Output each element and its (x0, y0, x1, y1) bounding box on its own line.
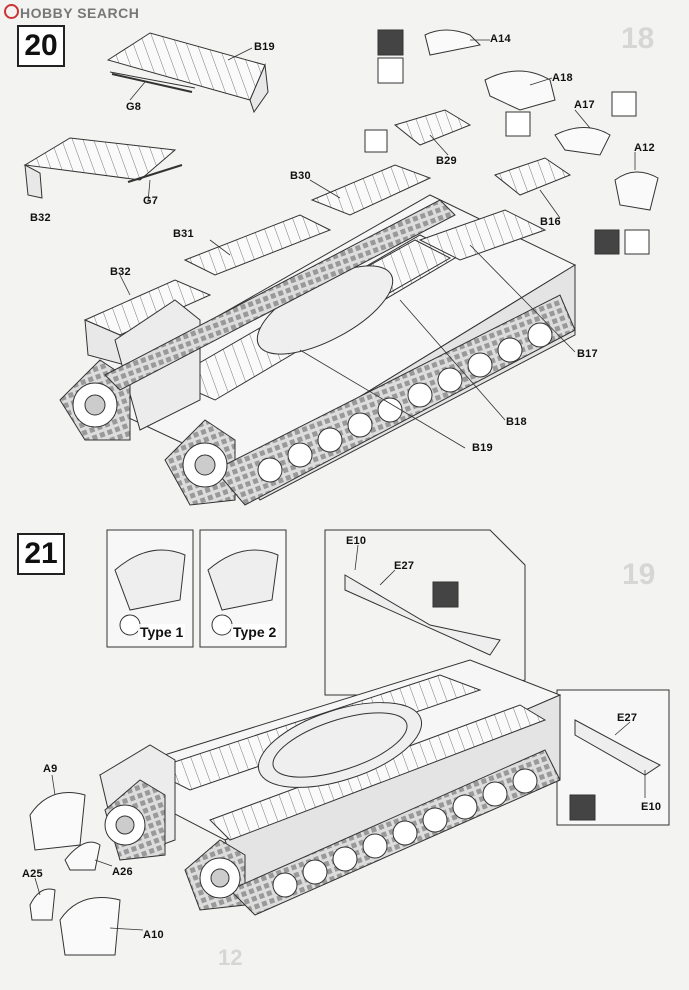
step-21-drawing (29, 529, 670, 956)
part-b30-panel (310, 164, 432, 216)
part-b29 (393, 109, 472, 146)
label-e27-inset: E27 (394, 560, 415, 572)
label-b17: B17 (577, 348, 598, 360)
label-g8: G8 (126, 101, 142, 113)
label-e27-right: E27 (617, 712, 638, 724)
cut-icon-e27-inset (432, 581, 459, 608)
part-a25 (29, 888, 56, 921)
part-b31-panel (183, 214, 332, 276)
label-b19-bottom: B19 (472, 442, 493, 454)
label-b32-lower: B32 (110, 266, 131, 278)
label-e10-inset: E10 (346, 535, 367, 547)
part-b16 (493, 157, 572, 196)
tank-hull-step21 (98, 659, 562, 916)
label-b29: B29 (436, 155, 457, 167)
cut-icon-e27-right (569, 794, 596, 821)
nipper-icon-a18 (505, 111, 531, 137)
cut-icon-a12 (594, 229, 620, 255)
label-a10: A10 (143, 929, 164, 941)
part-g7-rod (127, 164, 183, 183)
part-b32-left-panel (23, 137, 177, 181)
nipper-icon-a17 (611, 91, 637, 117)
part-a26 (64, 841, 101, 871)
ghost-number-19: 19 (622, 558, 656, 591)
step-20-drawing (23, 29, 659, 506)
nipper-icon-a12 (624, 229, 650, 255)
label-b18: B18 (506, 416, 527, 428)
part-g8-rod (111, 73, 193, 93)
label-type-2: Type 2 (231, 624, 279, 640)
step-20-box: 20 (17, 25, 65, 67)
label-b19-top: B19 (254, 41, 275, 53)
label-e10-right: E10 (641, 801, 662, 813)
tank-hull-step20 (59, 194, 577, 506)
part-a18 (484, 70, 556, 111)
label-a14: A14 (490, 33, 511, 45)
label-a18: A18 (552, 72, 573, 84)
part-a14 (424, 29, 482, 56)
label-a9: A9 (43, 763, 58, 775)
label-a12: A12 (634, 142, 655, 154)
part-a12 (614, 171, 659, 211)
label-b32-left: B32 (30, 212, 51, 224)
nipper-icon-b29 (364, 129, 388, 153)
watermark-text: HOBBY SEARCH (20, 5, 140, 21)
ghost-number-18: 18 (621, 22, 655, 55)
label-a17: A17 (574, 99, 595, 111)
watermark-logo-icon (4, 4, 19, 19)
label-b30: B30 (290, 170, 311, 182)
label-a25: A25 (22, 868, 43, 880)
part-a17 (554, 127, 611, 156)
label-b16: B16 (540, 216, 561, 228)
label-a26: A26 (112, 866, 133, 878)
part-a10 (59, 897, 121, 956)
label-g7: G7 (143, 195, 159, 207)
label-b31: B31 (173, 228, 194, 240)
step-21-box: 21 (17, 533, 65, 575)
hobby-search-watermark: HOBBY SEARCH (4, 4, 139, 21)
part-a9 (29, 792, 86, 851)
e10-e27-inset-box (324, 529, 526, 696)
nipper-icon-a14 (377, 57, 404, 84)
ghost-number-12: 12 (218, 945, 243, 970)
step20-cut-icons (364, 29, 650, 255)
cut-icon-a14 (377, 29, 404, 56)
label-type-1: Type 1 (138, 624, 186, 640)
